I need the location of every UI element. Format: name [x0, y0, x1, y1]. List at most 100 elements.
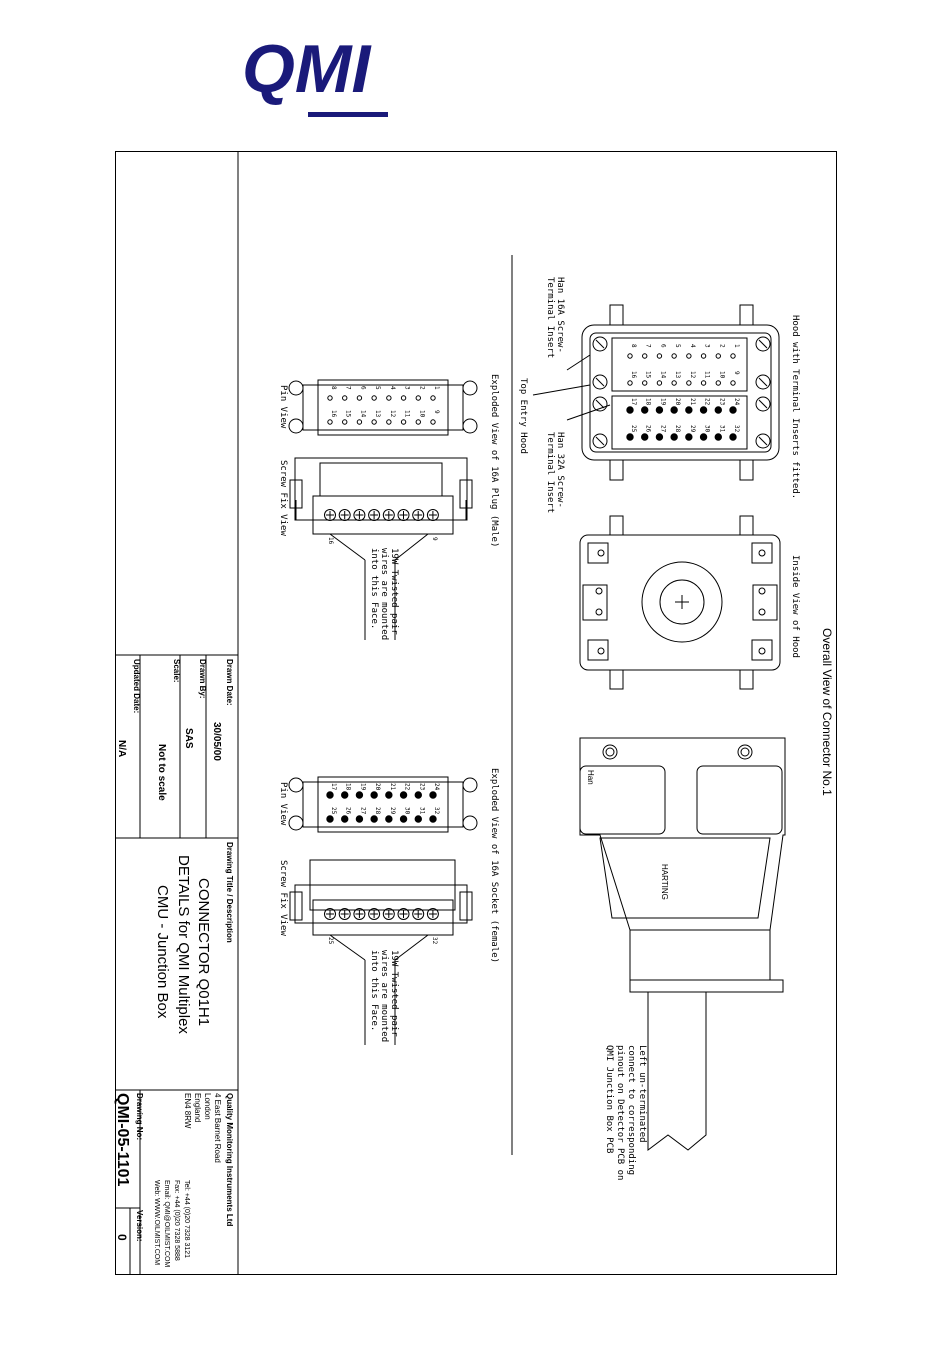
pin-number: 14	[659, 371, 666, 379]
drawing-frame	[115, 151, 837, 1275]
pin-marker	[399, 791, 408, 799]
han16-label-2: Terminal Insert	[545, 277, 555, 358]
fax: Fax: +44 (0)20 7328 5888	[173, 1180, 180, 1261]
logo-underline	[308, 112, 388, 117]
pin-marker	[626, 406, 634, 414]
pin-number: 30	[404, 807, 411, 815]
pin-number: 18	[645, 398, 652, 406]
pin-marker	[686, 380, 692, 386]
overall-title: Overall View of Connector No.1	[820, 628, 834, 796]
pin-marker	[714, 433, 722, 441]
pin-marker	[429, 791, 437, 799]
title-line-2: DETAILS for QMI Multiplex	[175, 855, 192, 1034]
pin-marker	[385, 791, 393, 799]
pin-marker	[641, 433, 649, 441]
pin-number: 19	[359, 783, 366, 791]
pin-marker	[670, 433, 678, 441]
email: Email: QMI@OILMIST.COM	[163, 1180, 170, 1267]
screw-terminal	[397, 908, 410, 920]
pin-marker	[714, 406, 722, 414]
pin-marker	[715, 353, 721, 359]
pin-number: 23	[418, 783, 425, 791]
title-line-1: CONNECTOR Q01H1	[195, 878, 212, 1026]
plug-wires-2: wires are mounted	[379, 548, 389, 640]
pin-number: 26	[645, 425, 652, 433]
logo-text: QMI	[242, 31, 373, 107]
pin-number: 15	[645, 371, 652, 379]
pin-number: 9	[433, 410, 440, 414]
scale-label: Scale:	[172, 659, 181, 683]
han32-label-2: Terminal Insert	[545, 432, 555, 513]
pin-marker	[400, 395, 407, 401]
pin-number: 27	[359, 807, 366, 815]
screw-terminal	[353, 509, 366, 521]
inside-view-of-hood	[579, 515, 781, 690]
pin-number: 25	[630, 425, 637, 433]
pin-number: 13	[374, 410, 381, 418]
pin-number: 15	[345, 410, 352, 418]
pin-number: 6	[659, 344, 666, 348]
pin-number: 20	[674, 398, 681, 406]
pin-marker	[671, 380, 677, 386]
pin-marker	[356, 419, 363, 425]
pin-number: 17	[330, 783, 337, 791]
socket-screw-fix-view	[289, 859, 473, 1045]
screw-terminal	[324, 509, 336, 521]
pin-number: 21	[689, 398, 696, 406]
pin-number: 26	[345, 807, 352, 815]
pin-number: 16	[330, 410, 337, 418]
screw-terminal	[338, 908, 351, 920]
address-line-2: London	[203, 1093, 212, 1120]
screw-terminal	[412, 908, 425, 920]
harting-label: HARTING	[660, 864, 669, 900]
socket-end-a: 25	[327, 937, 334, 945]
pin-marker	[399, 815, 408, 823]
pin-marker	[400, 419, 407, 425]
pin-marker	[656, 380, 663, 386]
pin-number: 11	[404, 410, 411, 418]
pin-marker	[386, 419, 392, 425]
pin-marker	[341, 791, 349, 799]
pin-number: 20	[374, 783, 381, 791]
pin-number: 25	[330, 807, 337, 815]
updated-date-value: N/A	[116, 740, 127, 757]
pin-number: 24	[433, 783, 440, 791]
pin-number: 12	[689, 371, 696, 379]
plug-title: Exploded View of 16A Plug (Male)	[489, 374, 499, 547]
pin-marker	[327, 395, 333, 401]
pin-marker	[414, 815, 422, 823]
pin-number: 3	[404, 386, 411, 390]
pin-number: 11	[704, 371, 711, 379]
version-value: 0	[115, 1234, 129, 1241]
pin-number: 12	[389, 410, 396, 418]
title-block-grid	[115, 152, 239, 1274]
socket-pin-view-label: Pin View	[278, 782, 288, 826]
pin-marker	[626, 433, 634, 441]
socket-end-b: 32	[431, 937, 438, 945]
pin-marker	[627, 380, 633, 386]
han32-label-1: Han 32A Screw-	[555, 432, 565, 508]
drawing-no-value: QMI-05-1101	[114, 1093, 131, 1186]
pin-marker	[341, 815, 349, 823]
pin-number: 13	[674, 371, 681, 379]
pin-marker	[729, 406, 737, 414]
pin-number: 14	[359, 410, 366, 418]
pin-marker	[326, 791, 334, 799]
pin-marker	[386, 395, 392, 401]
pin-marker	[429, 815, 437, 823]
pin-marker	[342, 395, 348, 401]
pin-marker	[327, 419, 333, 425]
top-entry-label: Top Entry Hood	[518, 378, 528, 454]
pin-number: 30	[704, 425, 711, 433]
title-block: Drawn Date: 30/05/00 Drawn By: SAS Scale…	[114, 659, 234, 1267]
screw-terminal	[426, 908, 439, 920]
pin-marker	[641, 406, 649, 414]
pin-marker	[370, 815, 378, 823]
socket-wires-2: wires are mounted	[379, 950, 389, 1042]
pin-number: 28	[374, 807, 381, 815]
plug-end-a: 16	[327, 537, 334, 545]
han16-label-1: Han 16A Screw-	[555, 277, 565, 353]
pin-number: 5	[374, 386, 381, 390]
socket-wires-1: 19W Twisted pair	[389, 950, 399, 1037]
